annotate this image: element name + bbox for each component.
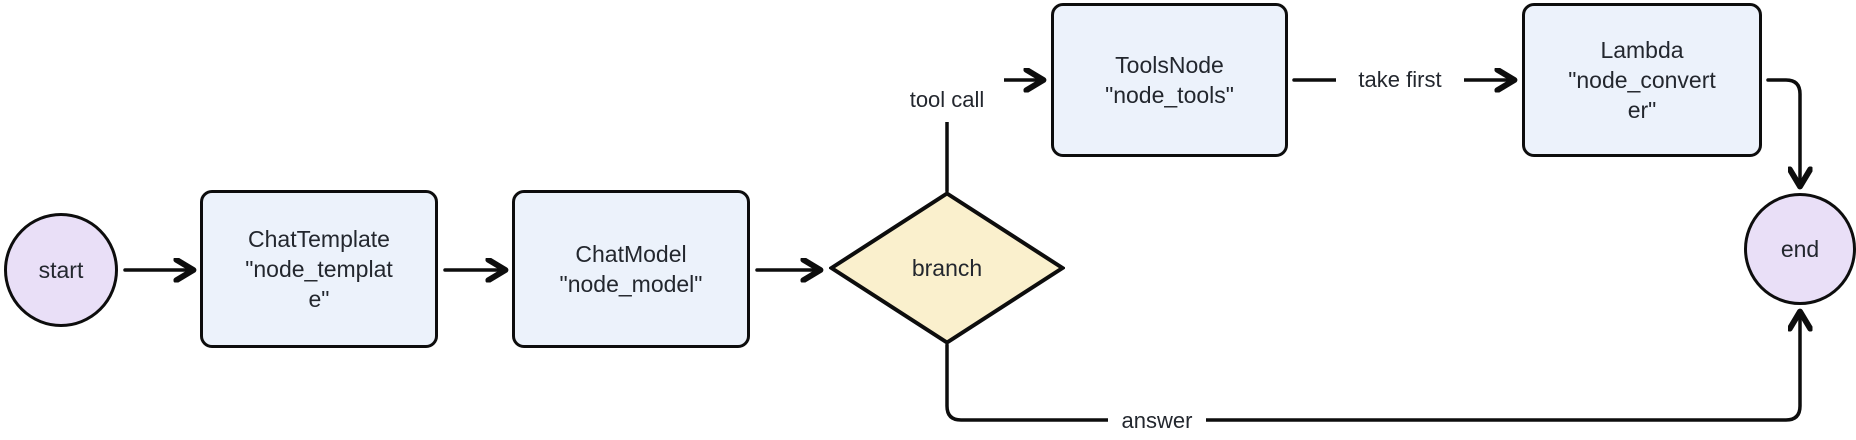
node-end: end (1744, 193, 1856, 305)
node-end-label: end (1780, 235, 1820, 262)
node-chat-model-line: ChatModel (575, 241, 687, 267)
node-start-label: start (38, 256, 84, 283)
edge-label-tool-call: tool call (890, 78, 1004, 122)
node-chat-template-line: ChatTemplate (248, 226, 390, 252)
node-chat-template: ChatTemplate "node_templat e" (200, 190, 438, 348)
node-branch-label: branch (911, 254, 983, 281)
edge-label-take-first: take first (1336, 59, 1464, 101)
node-chat-template-line: "node_templat (245, 256, 393, 282)
node-chat-model-line: "node_model" (559, 271, 703, 297)
edge-branch-to-end (945, 314, 1800, 422)
node-start: start (4, 213, 118, 327)
node-converter-line: "node_convert (1568, 67, 1716, 93)
edge-label-answer: answer (1108, 401, 1206, 440)
edge-converter-to-end (1766, 78, 1800, 184)
node-converter-line: Lambda (1600, 37, 1684, 63)
node-chat-template-line: e" (308, 286, 330, 312)
branch-diamond-shape (829, 191, 1065, 345)
node-branch: branch (829, 191, 1065, 345)
node-converter-line: er" (1627, 97, 1657, 123)
node-chat-model: ChatModel "node_model" (512, 190, 750, 348)
node-tools: ToolsNode "node_tools" (1051, 3, 1288, 157)
node-converter: Lambda "node_convert er" (1522, 3, 1762, 157)
node-tools-line: ToolsNode (1115, 52, 1224, 78)
node-tools-line: "node_tools" (1105, 82, 1234, 108)
